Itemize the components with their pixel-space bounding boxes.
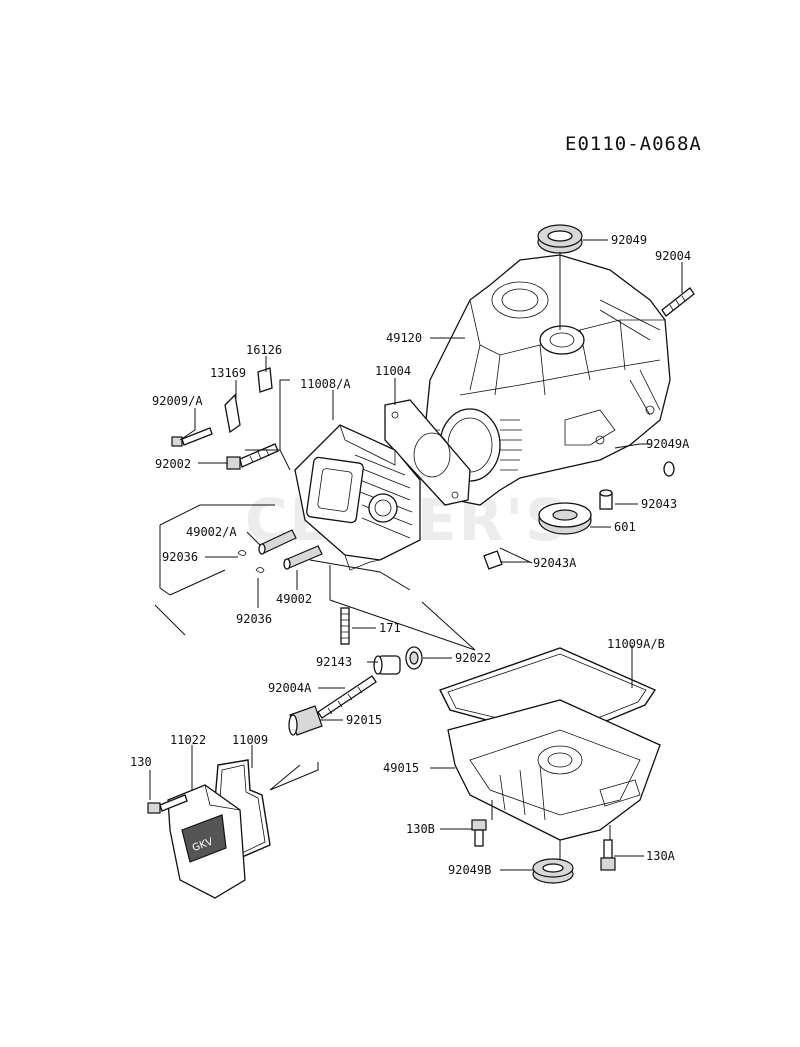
bolt-130 xyxy=(147,794,188,814)
label-92036-lower: 92036 xyxy=(236,612,272,626)
label-11009AB: 11009A/B xyxy=(607,637,665,651)
label-11009: 11009 xyxy=(232,733,268,747)
washer-92022 xyxy=(405,646,423,670)
oil-pan-gasket-11009AB xyxy=(439,647,657,741)
label-171: 171 xyxy=(379,621,401,635)
bolt-130A xyxy=(600,839,616,871)
label-92049A: 92049A xyxy=(646,437,690,451)
clip-92036-upper xyxy=(237,550,247,556)
label-11022: 11022 xyxy=(170,733,206,747)
label-92143: 92143 xyxy=(316,655,352,669)
collar-92143 xyxy=(373,655,401,675)
clip-92036-lower xyxy=(255,567,265,573)
label-49015: 49015 xyxy=(383,761,419,775)
label-92004A: 92004A xyxy=(268,681,312,695)
stud-92004 xyxy=(661,287,695,317)
bolt-92009A xyxy=(171,427,213,447)
oil-pan-49015 xyxy=(447,699,661,841)
leader-lines xyxy=(149,239,683,871)
bolt-130B xyxy=(471,819,487,847)
small-bracket-13169 xyxy=(224,393,241,434)
label-49002: 49002 xyxy=(276,592,312,606)
valve-guide-49002 xyxy=(283,545,323,570)
label-92036-upper: 92036 xyxy=(162,550,198,564)
label-92002: 92002 xyxy=(155,457,191,471)
label-92015: 92015 xyxy=(346,713,382,727)
label-130A: 130A xyxy=(646,849,676,863)
part-labels: 92049 92004 49120 16126 13169 11008/A 11… xyxy=(130,233,691,877)
label-92009A: 92009/A xyxy=(152,394,203,408)
stud-171 xyxy=(340,607,350,645)
dowel-pin-92043 xyxy=(599,489,613,510)
valve-guide-49002A xyxy=(258,529,297,555)
label-130: 130 xyxy=(130,755,152,769)
spacer-92015 xyxy=(288,705,323,736)
oil-seal-92049 xyxy=(537,224,583,254)
label-92022: 92022 xyxy=(455,651,491,665)
bolt-92002 xyxy=(226,443,279,470)
label-92043A: 92043A xyxy=(533,556,577,570)
bearing-601 xyxy=(538,502,592,535)
head-gasket-11004 xyxy=(384,399,471,506)
o-ring-92049A xyxy=(663,461,675,477)
cylinder-head-11008A xyxy=(294,424,421,571)
label-601: 601 xyxy=(614,520,636,534)
label-49002A: 49002/A xyxy=(186,525,237,539)
label-92004: 92004 xyxy=(655,249,691,263)
oil-seal-92049B xyxy=(532,858,574,884)
stud-92004A xyxy=(317,675,377,719)
head-cover-11022: GKV xyxy=(167,784,246,899)
label-92043: 92043 xyxy=(641,497,677,511)
label-130B: 130B xyxy=(406,822,435,836)
label-11004: 11004 xyxy=(375,364,411,378)
plate-16126 xyxy=(257,367,273,393)
label-92049: 92049 xyxy=(611,233,647,247)
label-16126: 16126 xyxy=(246,343,282,357)
label-11008A: 11008/A xyxy=(300,377,351,391)
dowel-pin-92043A xyxy=(483,550,503,570)
assembly-lines xyxy=(154,379,611,860)
label-13169: 13169 xyxy=(210,366,246,380)
label-92049B: 92049B xyxy=(448,863,491,877)
label-49120: 49120 xyxy=(386,331,422,345)
diagram-code: E0110-A068A xyxy=(565,133,702,155)
